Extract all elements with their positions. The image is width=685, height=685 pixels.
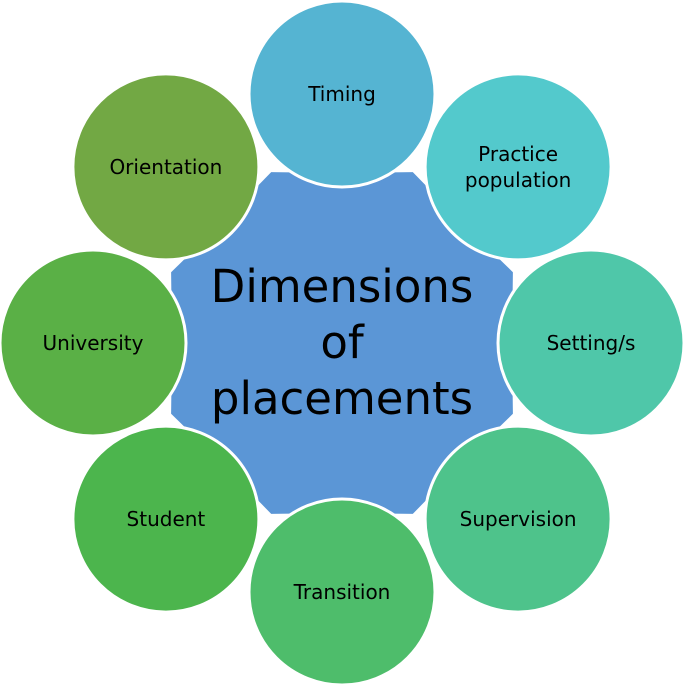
dimension-label: Student [127, 507, 206, 531]
dimension-circle [0, 248, 188, 438]
dimension-label-line: Transition [293, 580, 391, 604]
dimension-circle [496, 248, 685, 438]
dimension-circle [423, 72, 613, 262]
dimension-label-line: population [465, 168, 571, 192]
dimension-node: Timing [247, 0, 437, 189]
dimension-circle [423, 424, 613, 614]
dimension-node: Transition [247, 497, 437, 685]
dimension-node: Supervision [423, 424, 613, 614]
dimension-label-line: University [43, 331, 144, 355]
dimension-label: Transition [293, 580, 391, 604]
dimension-circle [71, 72, 261, 262]
dimension-label-line: Practice [478, 142, 558, 166]
dimension-label-line: Timing [307, 82, 376, 106]
dimension-label-line: Student [127, 507, 206, 531]
dimension-label-line: Orientation [109, 155, 222, 179]
dimension-circle [247, 0, 437, 189]
dimension-node: Student [71, 424, 261, 614]
dimension-label-line: Supervision [460, 507, 577, 531]
dimension-node: Setting/s [496, 248, 685, 438]
center-title-line: placements [211, 372, 473, 425]
dimension-circle [247, 497, 437, 685]
dimension-label-line: Setting/s [547, 331, 636, 355]
dimension-node: University [0, 248, 188, 438]
dimension-label: Orientation [109, 155, 222, 179]
dimension-node: Orientation [71, 72, 261, 262]
dimension-circle [71, 424, 261, 614]
center-octagon [171, 172, 513, 514]
dimension-label: University [43, 331, 144, 355]
dimension-label: Setting/s [547, 331, 636, 355]
dimension-label: Supervision [460, 507, 577, 531]
center-title-line: Dimensions [211, 260, 474, 313]
dimension-label: Timing [307, 82, 376, 106]
center-title-line: of [320, 316, 365, 369]
